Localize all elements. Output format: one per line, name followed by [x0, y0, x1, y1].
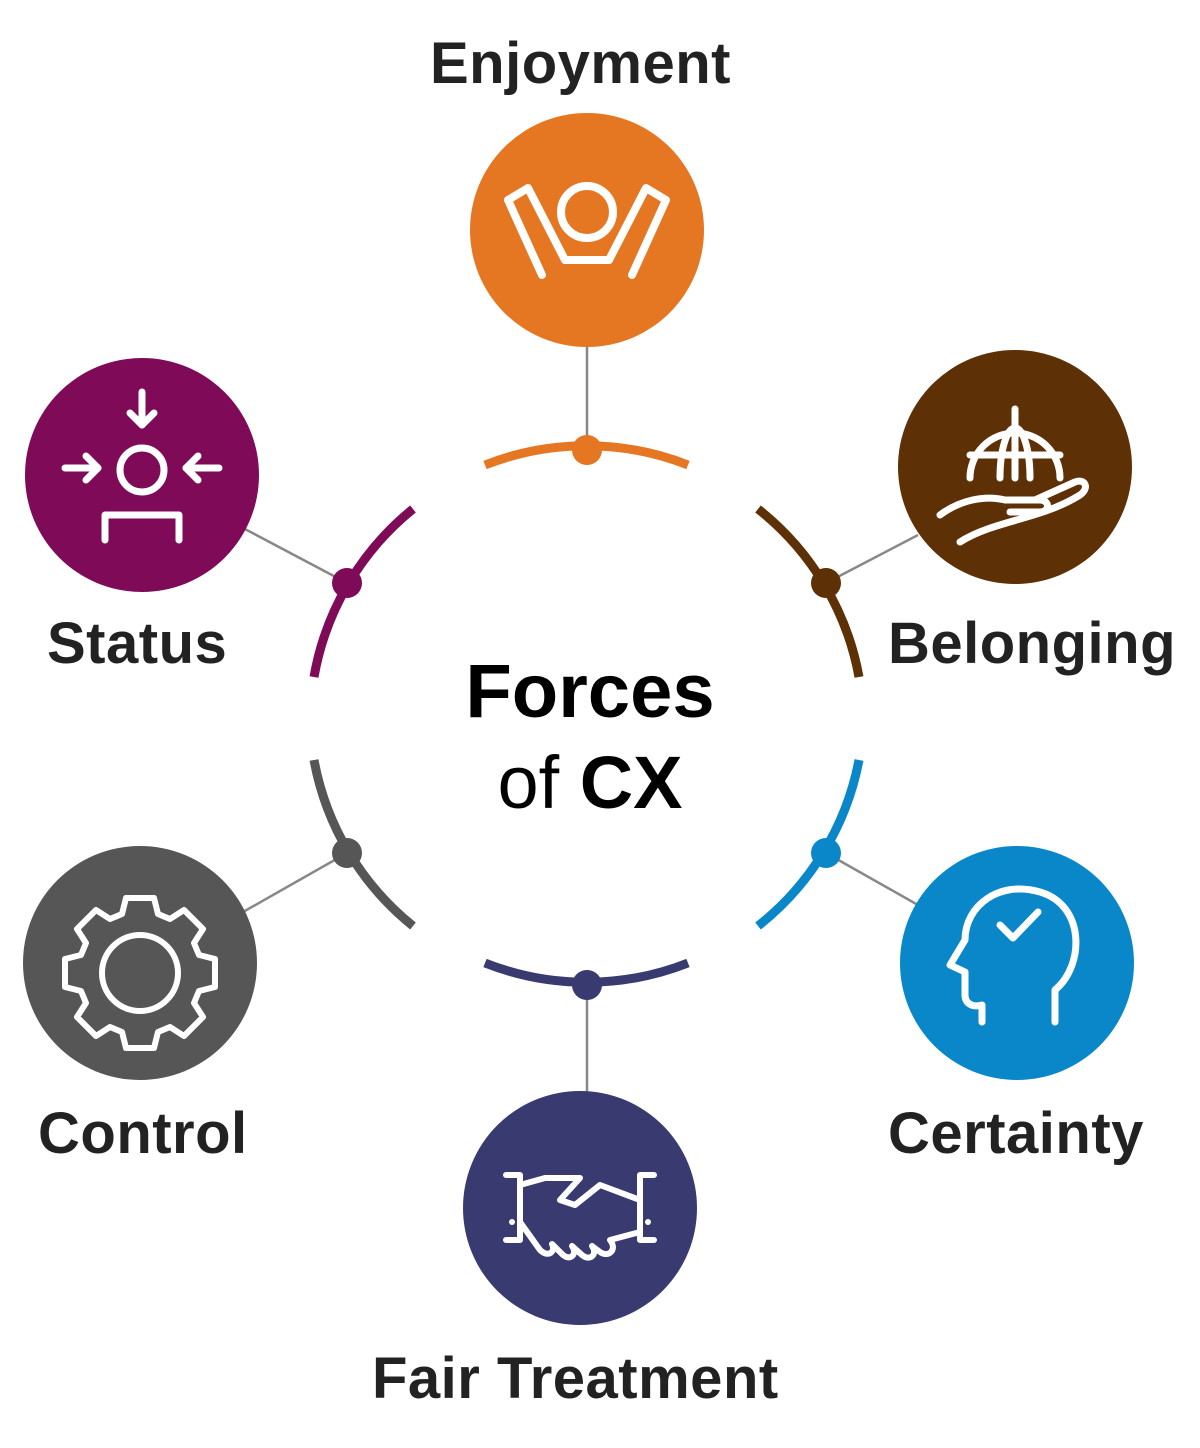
node-circle-enjoyment [470, 113, 704, 347]
connector-lines [242, 340, 919, 1095]
connector-certainty [825, 851, 919, 907]
dot-fair-treatment [572, 970, 602, 1000]
dot-certainty [811, 838, 841, 868]
gear-icon [62, 895, 218, 1051]
node-circle-certainty [900, 846, 1134, 1080]
arc-status [309, 505, 416, 678]
dot-enjoyment [572, 435, 602, 465]
arc-control [309, 759, 416, 930]
label-control: Control [38, 1101, 248, 1166]
label-status: Status [47, 611, 228, 676]
node-certainty [900, 846, 1134, 1080]
globe-in-hand-icon [936, 405, 1089, 546]
center-subtitle-prefix: of [497, 741, 560, 824]
dot-status [332, 568, 362, 598]
node-fair-treatment [463, 1091, 697, 1325]
node-control [23, 846, 257, 1080]
arc-belonging [755, 505, 864, 678]
node-circle-status [25, 358, 259, 592]
node-enjoyment [470, 113, 704, 347]
node-circle-fair-treatment [463, 1091, 697, 1325]
node-belonging [898, 350, 1132, 584]
dot-belonging [811, 568, 841, 598]
label-fair-treatment: Fair Treatment [372, 1346, 779, 1411]
node-status [25, 358, 259, 592]
center-title: Forces [465, 649, 715, 734]
person-with-inward-arrows-icon [61, 388, 223, 544]
center-subtitle: of CX [430, 740, 750, 825]
connector-status [242, 526, 348, 585]
arc-certainty [755, 759, 864, 930]
connector-belonging [825, 533, 919, 585]
node-circle-control [23, 846, 257, 1080]
celebrating-person-icon [504, 182, 670, 279]
dot-control [332, 838, 362, 868]
label-certainty: Certainty [888, 1101, 1144, 1166]
joint-dots [332, 435, 841, 1000]
handshake-icon [503, 1172, 657, 1261]
center-subtitle-strong: CX [579, 741, 683, 824]
connector-control [242, 851, 348, 914]
label-enjoyment: Enjoyment [430, 31, 731, 96]
head-with-checkmark-icon [946, 885, 1080, 1026]
label-belonging: Belonging [888, 611, 1177, 676]
